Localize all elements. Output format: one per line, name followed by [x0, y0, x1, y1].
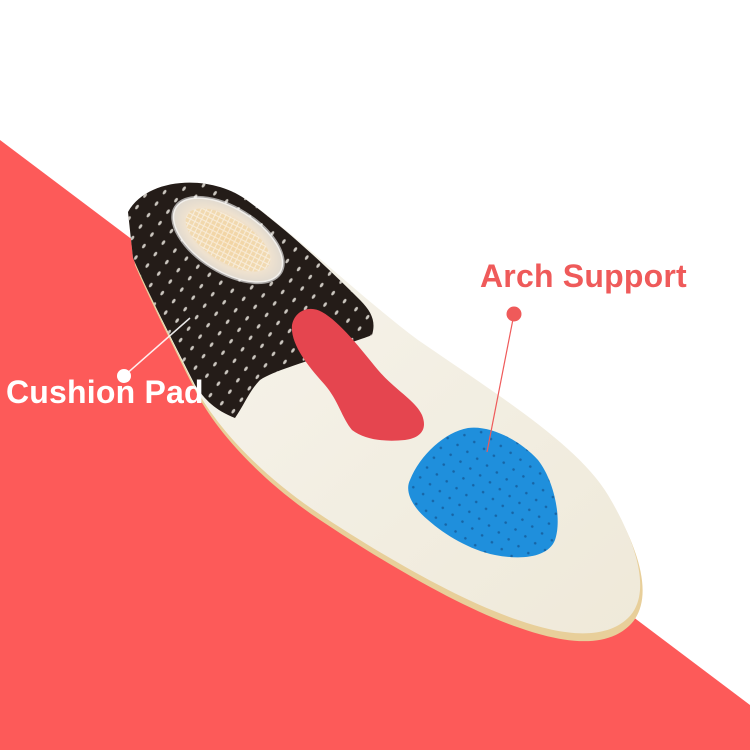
arch-support-callout-line: [486, 313, 515, 453]
arch-support-pad: [291, 308, 425, 441]
cushion-pad-callout-line: [123, 317, 191, 377]
arch-support-label: Arch Support: [480, 258, 687, 294]
arch-support-callout-dot: [506, 306, 522, 322]
cushion-pad-label: Cushion Pad: [6, 374, 204, 410]
cushion-pad-callout-dot: [117, 369, 131, 383]
